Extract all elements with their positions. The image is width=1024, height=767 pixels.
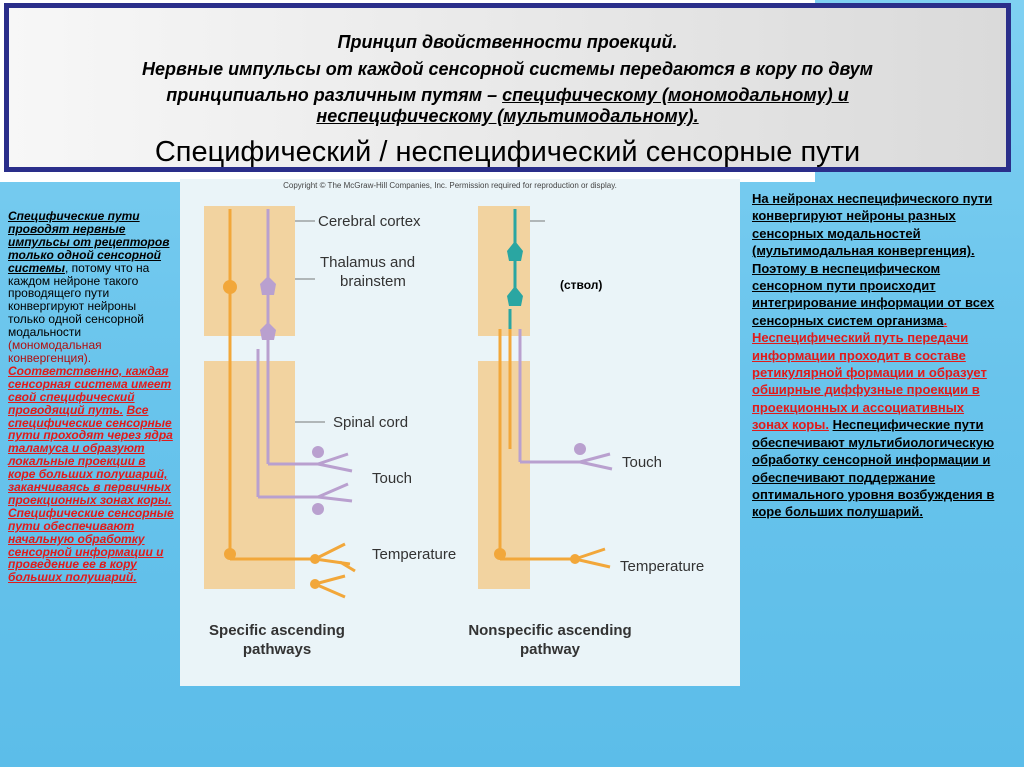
label-temperature-right: Temperature: [620, 558, 704, 575]
label-temperature-left: Temperature: [372, 546, 456, 563]
right-temp-receptor: [570, 554, 580, 564]
pathways-diagram: Copyright © The McGraw-Hill Companies, I…: [180, 179, 740, 686]
header-line-3: принципиально различным путям – специфич…: [9, 85, 1006, 106]
caption-specific-1: Specific ascending: [209, 622, 345, 639]
header-line-3b: специфическому (мономодальному) и: [502, 85, 849, 105]
left-annotation: Специфические пути проводят нервные импу…: [8, 210, 174, 584]
header-line-3a: принципиально различным путям –: [166, 85, 502, 105]
label-touch-right: Touch: [622, 454, 662, 471]
label-touch-left: Touch: [372, 470, 412, 487]
left-p3: (мономодальная конвергенция).: [8, 338, 102, 365]
left-spinal-tissue: [204, 361, 295, 589]
left-temp-receptor-2: [310, 579, 320, 589]
header-line-1: Принцип двойственности проекций.: [9, 32, 1006, 53]
right-purple-pathway: [520, 329, 612, 469]
left-p5: Все специфические сенсорные пути проходя…: [8, 403, 173, 507]
left-temp-receptor-1: [310, 554, 320, 564]
right-orange-soma: [494, 548, 506, 560]
label-stem: (ствол): [560, 278, 602, 292]
header-line-2: Нервные импульсы от каждой сенсорной сис…: [9, 59, 1006, 80]
caption-nonspecific-1: Nonspecific ascending: [468, 622, 631, 639]
caption-nonspecific-2: pathway: [520, 641, 581, 658]
left-touch-receptor-2: [312, 503, 324, 515]
right-p3: Неспецифические пути обеспечивают мульти…: [752, 417, 994, 519]
left-brain-tissue: [204, 206, 295, 336]
label-spinal-cord: Spinal cord: [333, 414, 408, 431]
label-thalamus: Thalamus and: [320, 254, 415, 271]
right-p1: На нейронах неспецифического пути конвер…: [752, 191, 994, 328]
right-brain-tissue: [478, 206, 530, 336]
right-annotation: На нейронах неспецифического пути конвер…: [752, 190, 1004, 521]
left-touch-receptor-1: [312, 446, 324, 458]
title-box: Принцип двойственности проекций. Нервные…: [4, 3, 1011, 172]
pathways-figure: Copyright © The McGraw-Hill Companies, I…: [180, 179, 740, 686]
caption-specific-2: pathways: [243, 641, 311, 658]
label-brainstem: brainstem: [340, 273, 406, 290]
label-cerebral-cortex: Cerebral cortex: [318, 213, 421, 230]
main-title: Специфический / неспецифический сенсорны…: [9, 136, 1006, 168]
left-p6: Специфические сенсорные пути обеспечиваю…: [8, 506, 174, 585]
right-touch-receptor: [574, 443, 586, 455]
left-orange-soma-2: [224, 548, 236, 560]
right-p2: . Неспецифический путь передачи информац…: [752, 313, 987, 432]
copyright-notice: Copyright © The McGraw-Hill Companies, I…: [283, 181, 617, 190]
header-line-4: неспецифическому (мультимодальному).: [9, 106, 1006, 127]
left-orange-soma-1: [223, 280, 237, 294]
